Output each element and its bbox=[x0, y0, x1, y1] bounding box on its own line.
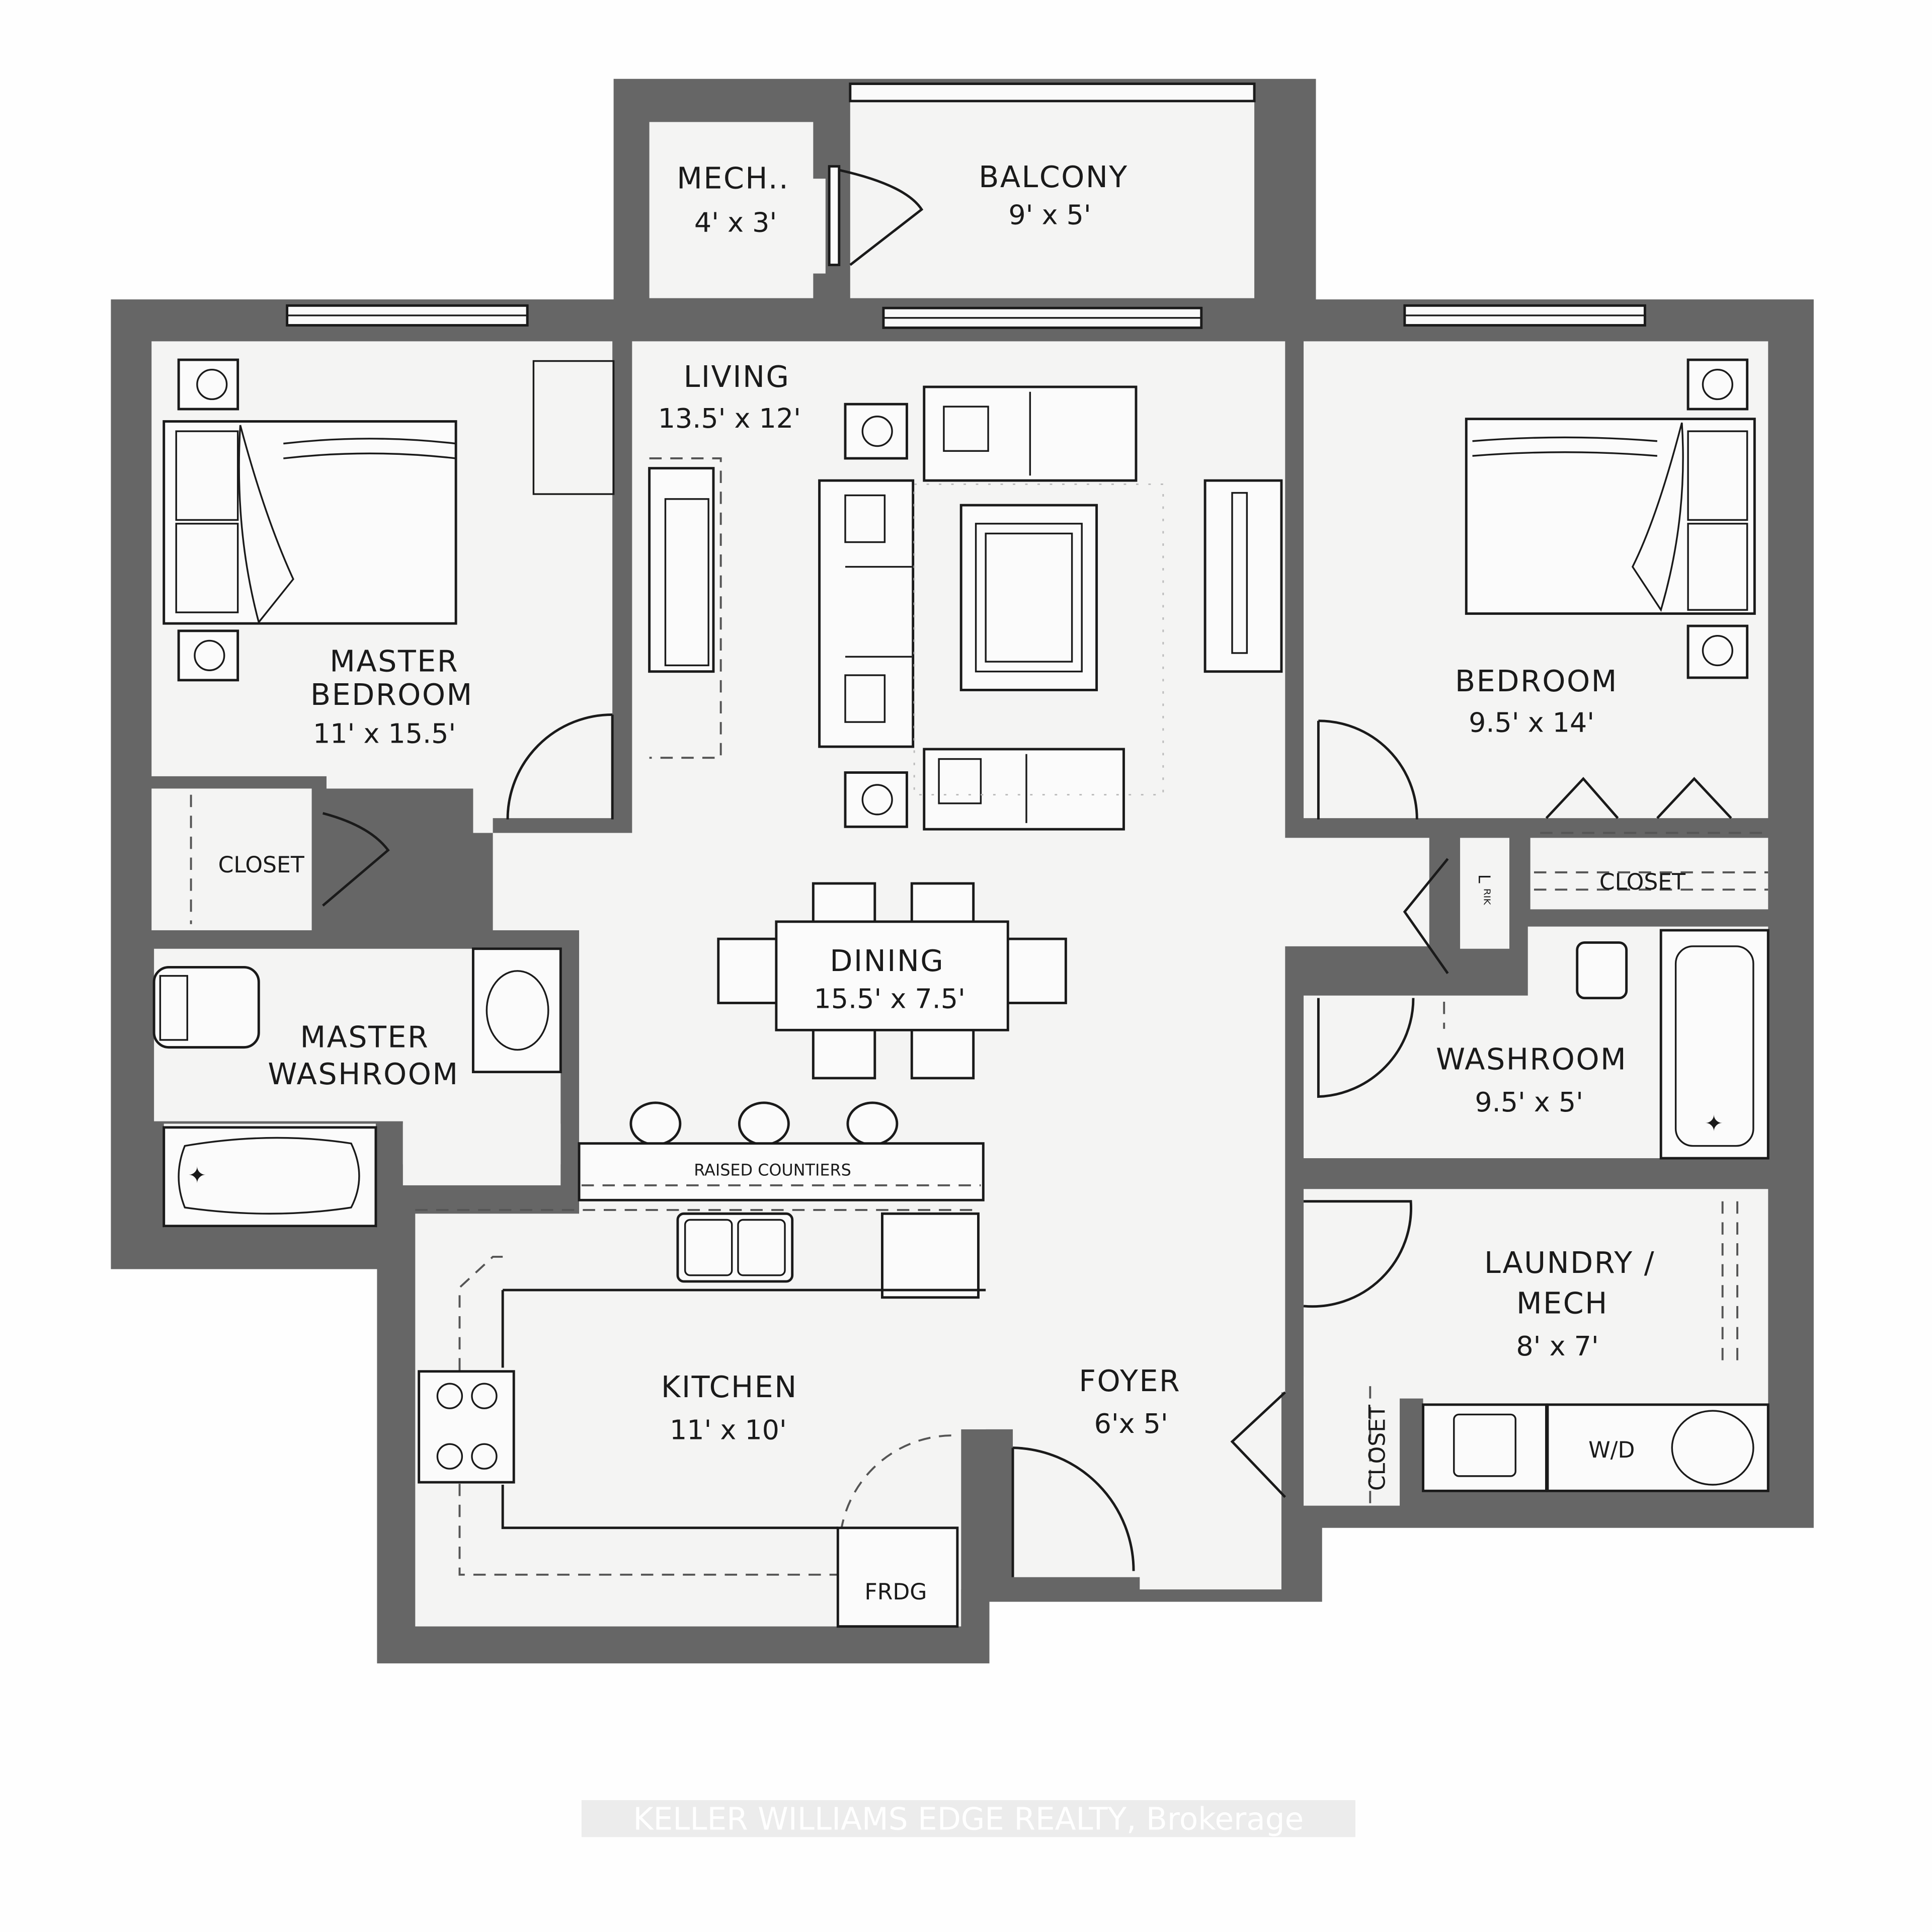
laundry-name-1: LAUNDRY / bbox=[1484, 1245, 1655, 1280]
room-labels: MECH.. 4' x 3' BALCONY 9' x 5' LIVING 13… bbox=[268, 159, 1655, 1445]
washroom-fixtures: ✦ bbox=[1443, 929, 1769, 1160]
bedroom-name: BEDROOM bbox=[1455, 664, 1618, 698]
washroom-dimensions: 9.5' x 5' bbox=[1475, 1086, 1583, 1118]
master-bedroom-name-1: MASTER bbox=[330, 644, 459, 679]
svg-text:✦: ✦ bbox=[1705, 1111, 1723, 1137]
washroom-name: WASHROOM bbox=[1436, 1042, 1627, 1077]
laundry-name-2: MECH bbox=[1516, 1286, 1608, 1321]
mech-name: MECH.. bbox=[677, 161, 789, 196]
bedroom-closet-label: CLOSET bbox=[1599, 869, 1686, 895]
dining-name: DINING bbox=[830, 943, 944, 978]
kitchen-dimensions: 11' x 10' bbox=[670, 1414, 787, 1445]
watermark: KELLER WILLIAMS EDGE REALTY, Brokerage bbox=[581, 1800, 1355, 1837]
bedroom-furniture bbox=[1465, 358, 1768, 891]
kitchen-fixtures bbox=[415, 1101, 986, 1628]
foyer-dimensions: 6'x 5' bbox=[1094, 1408, 1168, 1439]
laundry-dimensions: 8' x 7' bbox=[1516, 1330, 1598, 1362]
living-name: LIVING bbox=[684, 359, 790, 394]
bedroom-dimensions: 9.5' x 14' bbox=[1469, 707, 1594, 739]
living-dimensions: 13.5' x 12' bbox=[658, 403, 801, 434]
master-washroom-name-2: WASHROOM bbox=[268, 1057, 459, 1091]
mech-dimensions: 4' x 3' bbox=[694, 206, 777, 238]
balcony-dimensions: 9' x 5' bbox=[1008, 199, 1091, 231]
laundry-fixtures bbox=[1369, 1201, 1769, 1506]
master-bedroom-name-2: BEDROOM bbox=[310, 677, 473, 712]
master-washroom-fixtures: ✦ bbox=[152, 947, 562, 1228]
windows bbox=[286, 83, 1646, 329]
raised-counters-label: RAISED COUNTIERS bbox=[694, 1160, 851, 1179]
kitchen-name: KITCHEN bbox=[661, 1370, 798, 1404]
doors bbox=[322, 165, 1762, 1577]
master-washroom-name-1: MASTER bbox=[300, 1020, 430, 1055]
master-bedroom-furniture bbox=[163, 358, 615, 924]
foyer-name: FOYER bbox=[1079, 1363, 1181, 1398]
dining-furniture bbox=[717, 882, 1067, 1080]
living-furniture bbox=[648, 385, 1283, 831]
master-bedroom-dimensions: 11' x 15.5' bbox=[313, 718, 456, 750]
master-closet-label: CLOSET bbox=[218, 852, 305, 878]
fixture-labels: CLOSET CLOSET CLOSET L ᴿᴵᴷ RAISED COUNTI… bbox=[218, 852, 1686, 1605]
svg-text:✦: ✦ bbox=[188, 1163, 206, 1188]
dining-dimensions: 15.5' x 7.5' bbox=[814, 983, 965, 1014]
washer-dryer-label: W/D bbox=[1588, 1437, 1635, 1463]
linen-closet-label: L ᴿᴵᴷ bbox=[1475, 874, 1494, 906]
foyer-closet-label: CLOSET bbox=[1365, 1404, 1391, 1491]
balcony-name: BALCONY bbox=[979, 159, 1129, 194]
fridge-label: FRDG bbox=[864, 1579, 927, 1605]
watermark-text: KELLER WILLIAMS EDGE REALTY, Brokerage bbox=[633, 1802, 1304, 1837]
